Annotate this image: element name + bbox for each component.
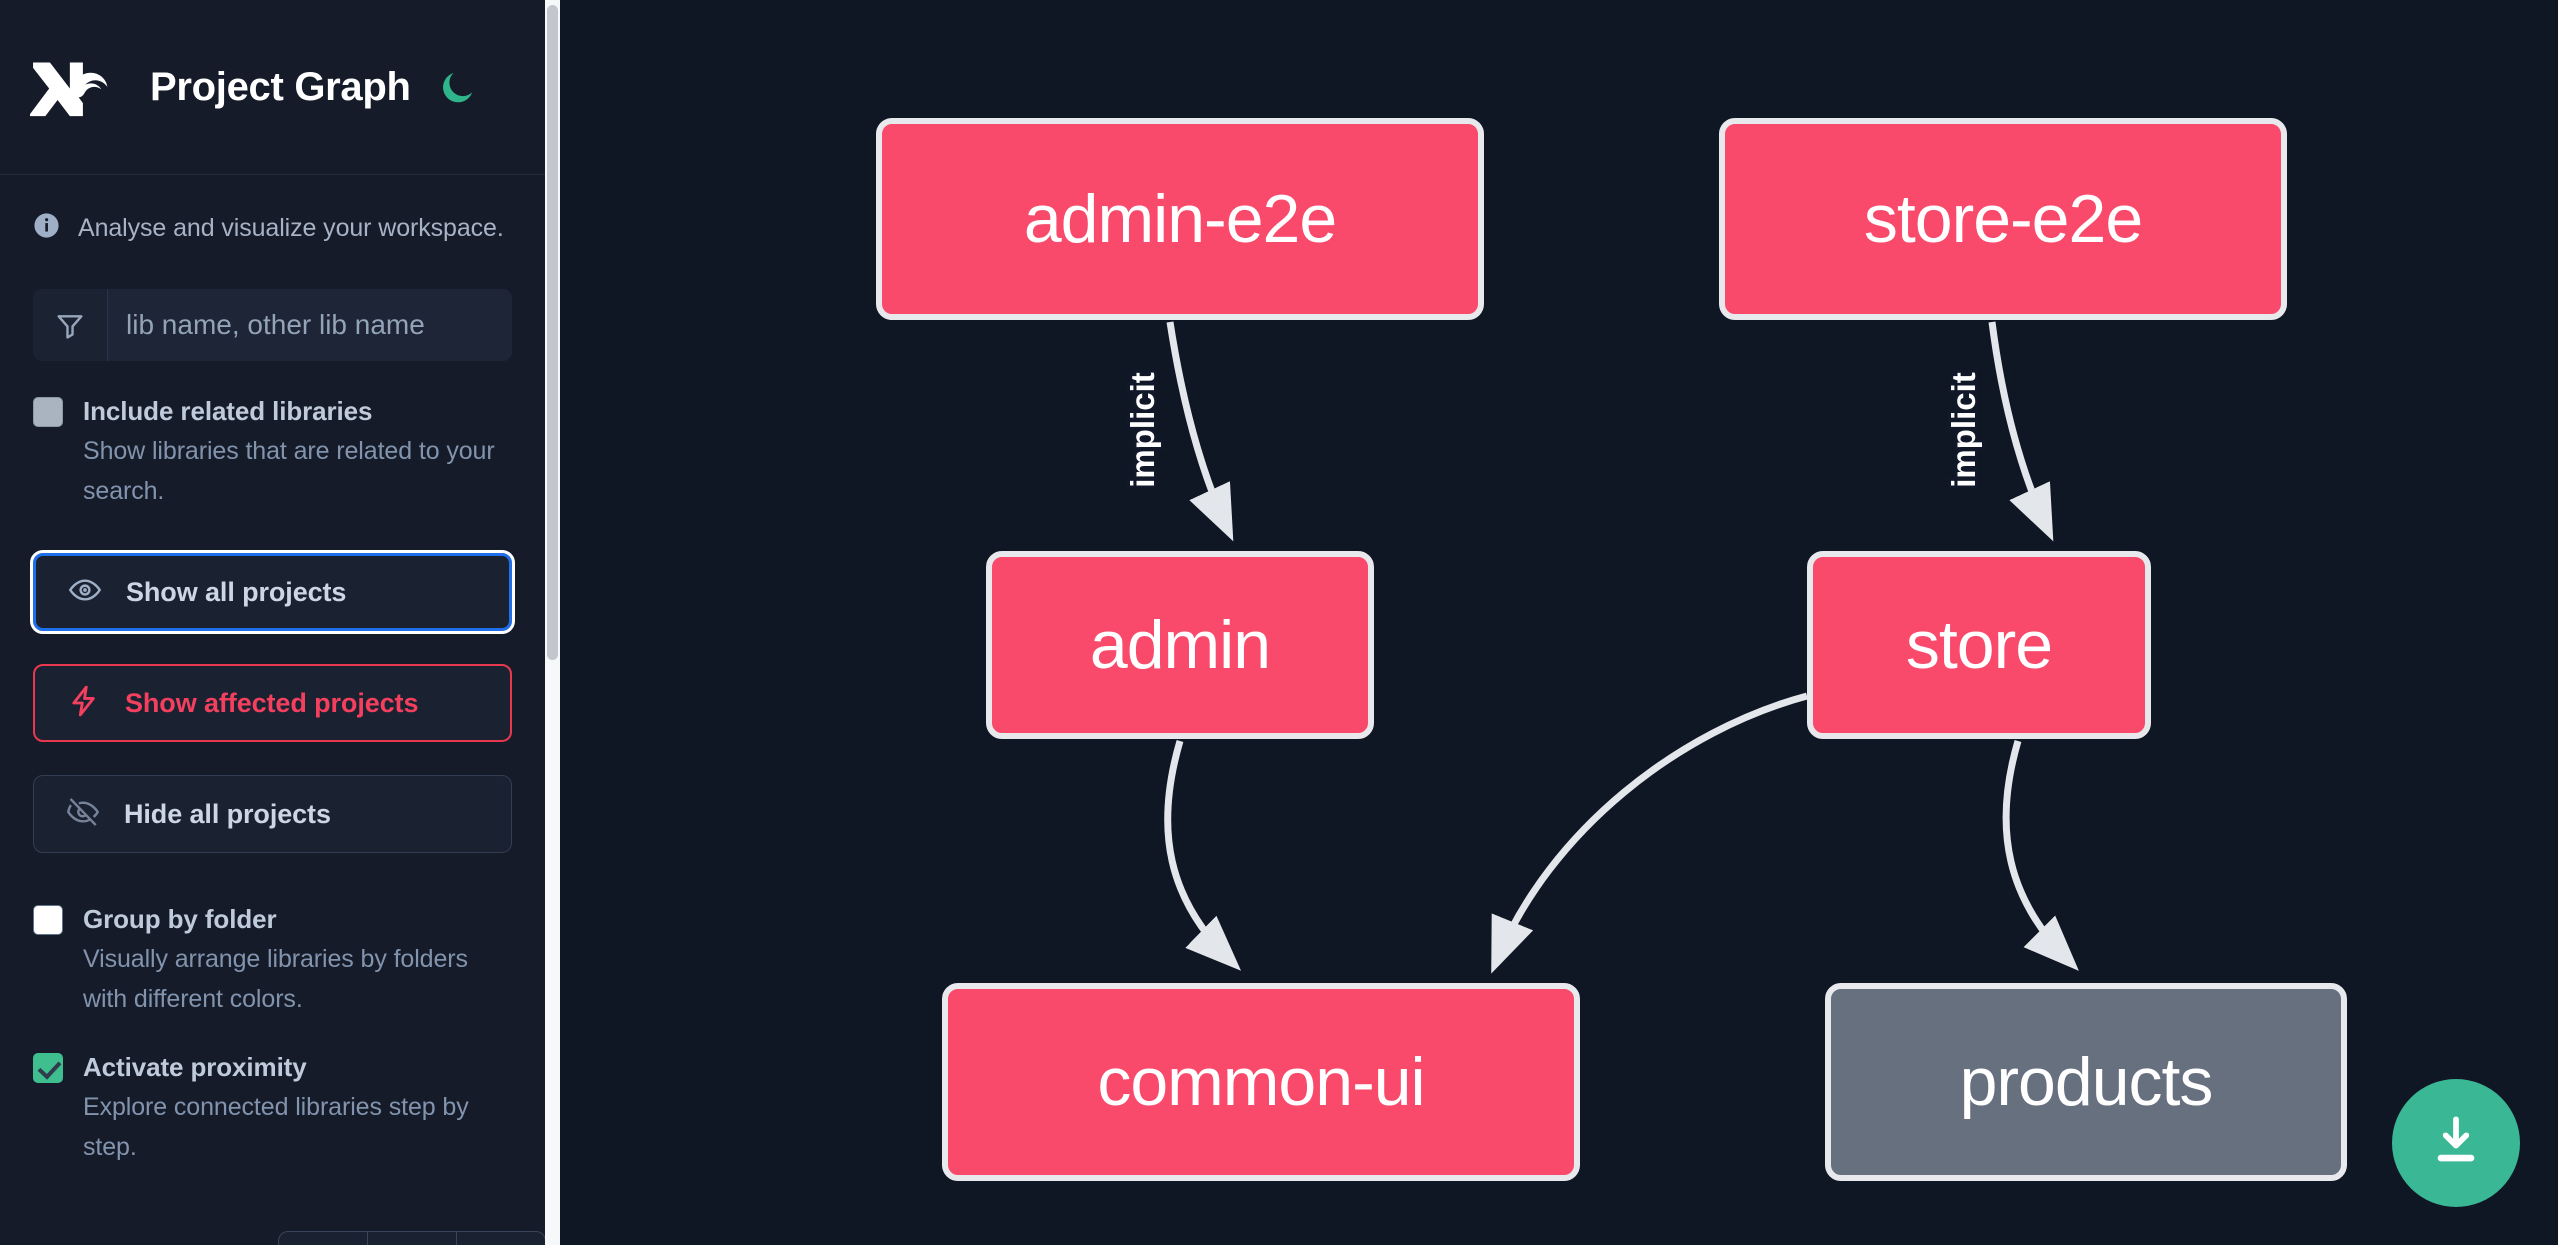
checkbox-group-by-folder-texts: Group by folder Visually arrange librari…: [83, 899, 512, 1019]
proximity-stepper-group[interactable]: [278, 1231, 546, 1245]
sidebar: Project Graph Analyse and visualize your…: [0, 0, 560, 1245]
edge-label-implicit-admin: implicit: [1121, 369, 1164, 491]
sidebar-header: Project Graph: [0, 0, 545, 175]
graph-node-admin[interactable]: admin: [986, 551, 1374, 739]
graph-node-common-ui[interactable]: common-ui: [942, 983, 1580, 1181]
checkbox-include-related-libraries-box[interactable]: [33, 397, 63, 427]
graph-node-store-e2e[interactable]: store-e2e: [1719, 118, 2287, 320]
checkbox-activate-proximity-texts: Activate proximity Explore connected lib…: [83, 1047, 512, 1167]
graph-node-common-ui-label: common-ui: [1097, 1044, 1425, 1120]
checkbox-activate-proximity-label: Activate proximity: [83, 1052, 307, 1082]
proximity-stepper-increment[interactable]: [457, 1232, 545, 1245]
search-input[interactable]: [108, 289, 512, 361]
checkbox-include-related-libraries[interactable]: Include related libraries Show libraries…: [0, 391, 545, 511]
graph-canvas[interactable]: implicit implicit admin-e2e store-e2e ad…: [560, 0, 2558, 1245]
graph-node-store[interactable]: store: [1807, 551, 2151, 739]
edge-store-products: [2002, 740, 2079, 971]
show-affected-projects-label: Show affected projects: [125, 687, 419, 718]
show-all-projects-button[interactable]: Show all projects: [30, 550, 515, 634]
checkbox-include-related-libraries-label: Include related libraries: [83, 396, 373, 426]
checkbox-include-related-libraries-texts: Include related libraries Show libraries…: [83, 391, 512, 511]
graph-node-store-label: store: [1905, 607, 2053, 683]
checkbox-group-by-folder[interactable]: Group by folder Visually arrange librari…: [0, 899, 545, 1019]
graph-node-admin-e2e-label: admin-e2e: [1023, 181, 1337, 257]
edge-admin-e2e-admin: [1166, 321, 1234, 542]
eye-off-icon: [66, 795, 100, 834]
graph-node-products-label: products: [1959, 1044, 2214, 1120]
nx-logo-icon: [28, 56, 122, 118]
search-bar: [33, 289, 512, 361]
hide-all-projects-button[interactable]: Hide all projects: [33, 775, 512, 853]
checkbox-activate-proximity-description: Explore connected libraries step by step…: [83, 1093, 469, 1161]
checkbox-group-by-folder-description: Visually arrange libraries by folders wi…: [83, 945, 468, 1013]
edge-store-common-ui: [1491, 692, 1808, 974]
show-all-projects-label: Show all projects: [126, 576, 347, 607]
sidebar-scrollbar-thumb[interactable]: [547, 5, 558, 660]
graph-node-store-e2e-label: store-e2e: [1863, 181, 2143, 257]
eye-icon: [68, 573, 102, 612]
svg-text:implicit: implicit: [1124, 372, 1161, 488]
workspace-info-text: Analyse and visualize your workspace.: [78, 213, 504, 242]
graph-node-admin-label: admin: [1089, 607, 1271, 683]
edge-store-e2e-store: [1988, 321, 2054, 542]
graph-edges: implicit implicit: [1121, 321, 2079, 974]
proximity-stepper-value: [368, 1232, 457, 1245]
download-button[interactable]: [2392, 1079, 2520, 1207]
hide-all-projects-label: Hide all projects: [124, 798, 331, 829]
show-affected-projects-button[interactable]: Show affected projects: [33, 664, 512, 742]
visibility-buttons: Show all projects Show affected projects: [0, 550, 545, 853]
checkbox-activate-proximity[interactable]: Activate proximity Explore connected lib…: [0, 1047, 545, 1167]
svg-text:implicit: implicit: [1945, 372, 1982, 488]
download-icon: [2425, 1110, 2487, 1177]
lightning-icon: [67, 684, 101, 723]
edge-admin-common-ui: [1164, 740, 1242, 971]
checkbox-include-related-libraries-description: Show libraries that are related to your …: [83, 437, 495, 505]
checkbox-group-by-folder-box[interactable]: [33, 905, 63, 935]
info-icon: [32, 211, 61, 245]
moon-icon[interactable]: [437, 66, 479, 108]
graph-node-admin-e2e[interactable]: admin-e2e: [876, 118, 1484, 320]
page-title: Project Graph: [150, 64, 411, 109]
graph-node-products[interactable]: products: [1825, 983, 2347, 1181]
edge-label-implicit-store: implicit: [1942, 369, 1985, 491]
checkbox-group-by-folder-label: Group by folder: [83, 904, 277, 934]
filter-funnel-icon[interactable]: [33, 289, 108, 361]
sidebar-content: Project Graph Analyse and visualize your…: [0, 0, 546, 1245]
sidebar-scrollbar[interactable]: [545, 0, 560, 1245]
workspace-info: Analyse and visualize your workspace.: [0, 175, 545, 245]
checkbox-activate-proximity-box[interactable]: [33, 1053, 63, 1083]
proximity-stepper-decrement[interactable]: [279, 1232, 368, 1245]
